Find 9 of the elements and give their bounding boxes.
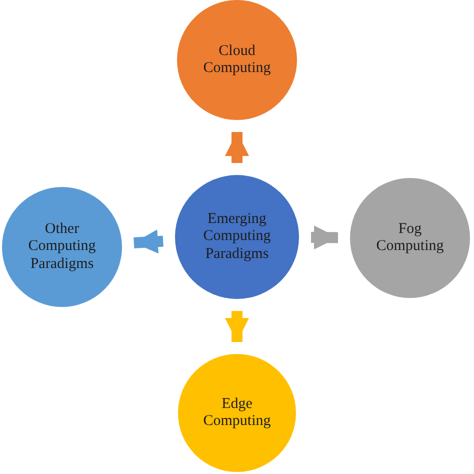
block-arrow	[310, 225, 338, 250]
block-arrow	[225, 132, 249, 163]
circle-label: Emerging Computing Paradigms	[202, 211, 272, 263]
circle-label: Fog Computing	[375, 220, 445, 256]
circle-label: Other Computing Paradigms	[27, 221, 97, 273]
circle-label: Edge Computing	[202, 396, 272, 430]
circle-label: Cloud Computing	[202, 42, 272, 78]
block-arrow	[225, 311, 249, 342]
block-arrow	[134, 230, 164, 254]
